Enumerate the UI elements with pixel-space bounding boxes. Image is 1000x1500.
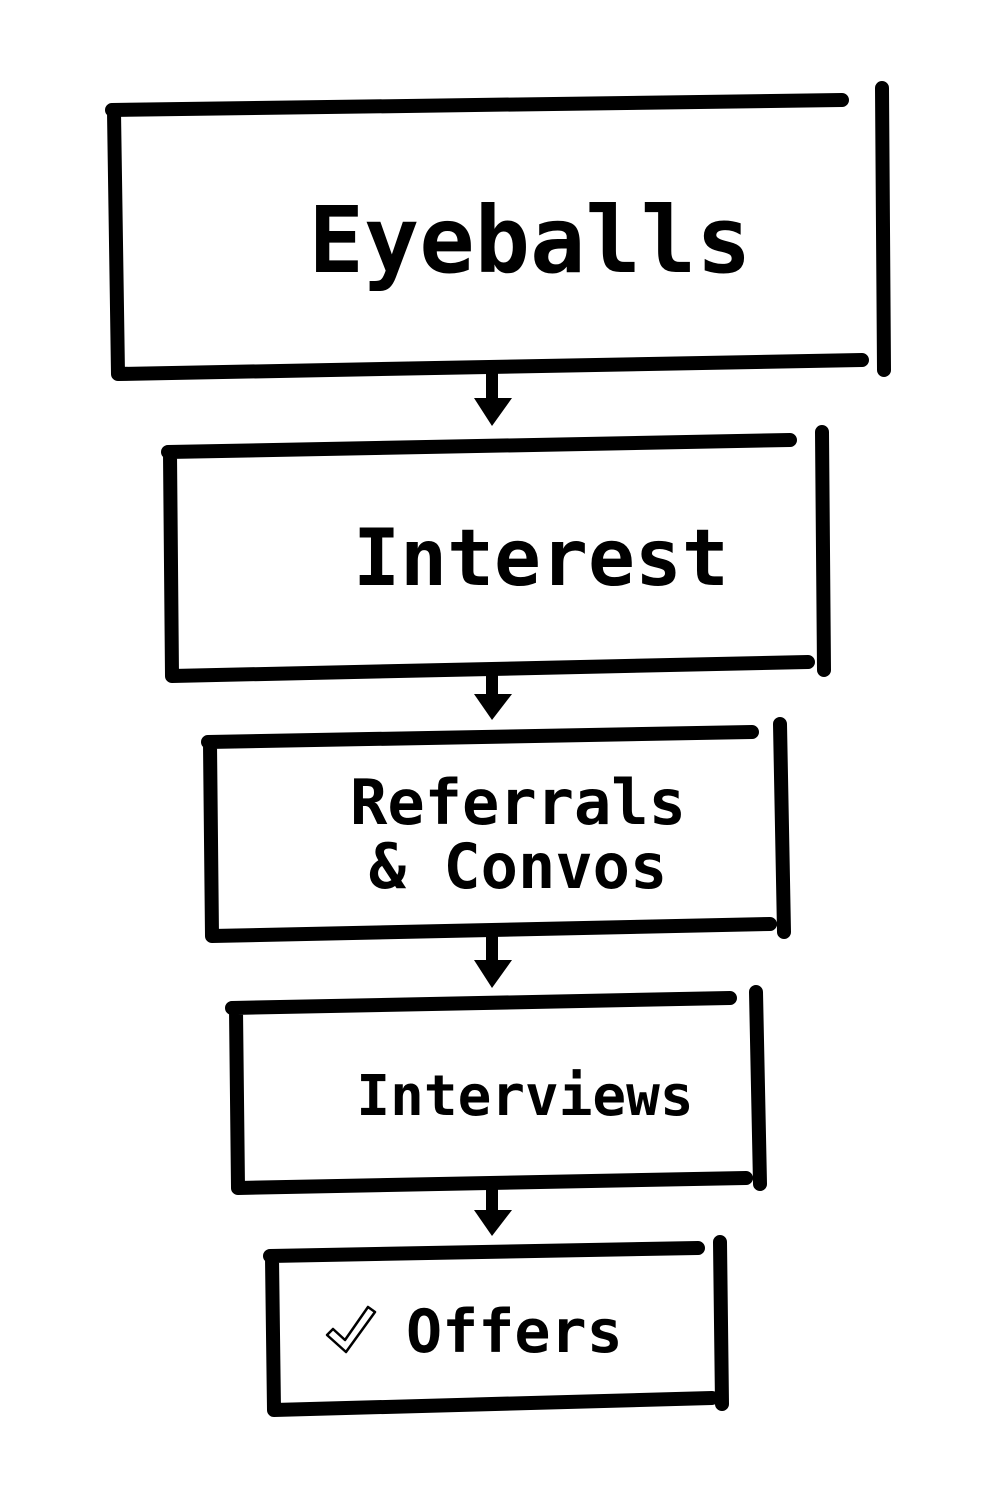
down-arrow-icon [474,668,512,720]
stage-referrals-convos: Referrals & Convos [201,717,791,943]
stage-interviews-box [225,985,767,1195]
down-arrow-icon [474,366,512,426]
checkmark-icon [325,1305,377,1354]
stage-referrals-label: Referrals [350,766,686,839]
stage-offers: Offers [263,1235,729,1417]
stage-eyeballs: Eyeballs [105,81,891,381]
stage-eyeballs-label: Eyeballs [308,187,751,294]
down-arrow-icon [474,1182,512,1236]
stage-interest: Interest [161,425,831,683]
stage-interest-box [161,425,831,683]
stage-interviews: Interviews [225,985,767,1195]
stage-offers-box [263,1235,729,1417]
stage-eyeballs-box [105,81,891,381]
stage-interest-label: Interest [353,514,729,604]
down-arrow-icon [474,930,512,988]
stage-referrals-convos-box [201,717,791,943]
stage-interviews-label: Interviews [356,1064,693,1129]
stage-convos-label: & Convos [369,830,668,903]
stage-offers-label: Offers [406,1297,623,1367]
